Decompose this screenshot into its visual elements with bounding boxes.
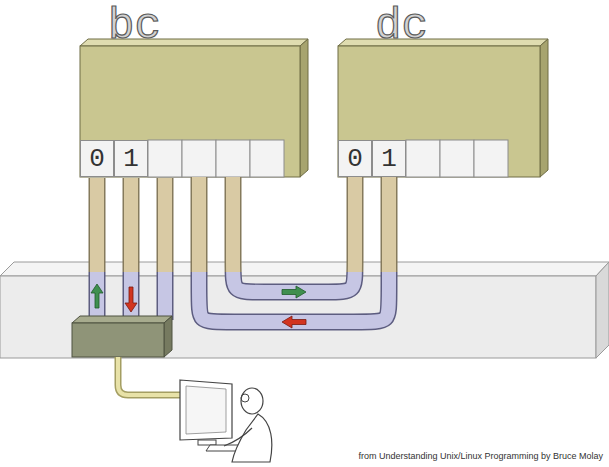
terminal-block xyxy=(72,323,164,357)
terminal-top xyxy=(72,316,172,323)
empty-cell xyxy=(406,140,440,177)
arrow-head xyxy=(282,316,306,328)
pipe-connector xyxy=(233,177,355,298)
fd-number: 1 xyxy=(123,146,139,172)
arrow-head xyxy=(282,286,306,298)
pipe xyxy=(157,178,174,272)
empty-cell xyxy=(474,140,508,177)
pipe xyxy=(124,178,138,272)
program-name: dc xyxy=(375,4,428,48)
empty-cell xyxy=(250,140,284,177)
fd-number: 0 xyxy=(89,146,105,172)
pipe xyxy=(89,178,106,272)
caption-text: from Understanding Unix/Linux Programmin… xyxy=(358,451,603,461)
pipe-outline xyxy=(233,177,355,272)
box-side xyxy=(300,39,308,177)
fd-cell: 0 xyxy=(80,140,114,177)
pipe-outline xyxy=(233,272,355,292)
pipe xyxy=(90,178,104,272)
program-box: bc01 xyxy=(80,46,300,177)
fd-cell: 1 xyxy=(114,140,148,177)
arrow-up xyxy=(91,284,103,308)
glasses xyxy=(241,394,249,402)
body xyxy=(232,414,272,462)
box-side xyxy=(540,39,548,177)
fd-number: 0 xyxy=(347,146,363,172)
pipe xyxy=(124,272,138,320)
pipe xyxy=(157,272,174,320)
pipe-outline xyxy=(199,177,389,272)
box-face xyxy=(338,46,540,177)
user-figure xyxy=(180,380,272,462)
cable xyxy=(118,357,182,395)
pipe xyxy=(123,178,140,272)
terminal-side xyxy=(164,316,172,357)
monitor xyxy=(180,380,232,440)
pipe xyxy=(123,272,140,320)
box-top xyxy=(338,39,548,46)
monitor-stand xyxy=(198,440,216,445)
fd-cell: 0 xyxy=(338,140,372,177)
caption: from Understanding Unix/Linux Programmin… xyxy=(358,452,603,462)
program-name: bc xyxy=(108,4,161,48)
pipe-body xyxy=(199,177,389,272)
cable xyxy=(118,357,182,395)
empty-cell xyxy=(182,140,216,177)
pipe-body xyxy=(233,177,355,272)
empty-cell xyxy=(148,140,182,177)
band-side xyxy=(596,262,609,358)
fd-number: 1 xyxy=(381,146,397,172)
head xyxy=(241,388,263,414)
monitor-screen xyxy=(186,386,226,434)
pipe xyxy=(158,178,172,272)
pipe xyxy=(158,272,172,320)
empty-cell xyxy=(216,140,250,177)
terminal-pipes xyxy=(97,178,165,320)
box-face xyxy=(80,46,300,177)
arrow-down xyxy=(125,287,137,312)
empty-cell xyxy=(440,140,474,177)
pipe xyxy=(90,272,104,320)
fd-cell: 1 xyxy=(372,140,406,177)
pipe-connector xyxy=(199,177,389,328)
arm xyxy=(224,428,252,446)
pipe-body xyxy=(233,272,355,292)
pipe-outline xyxy=(199,272,389,322)
program-box: dc01 xyxy=(338,46,540,177)
pipe-body xyxy=(199,272,389,322)
pipe xyxy=(89,272,106,320)
